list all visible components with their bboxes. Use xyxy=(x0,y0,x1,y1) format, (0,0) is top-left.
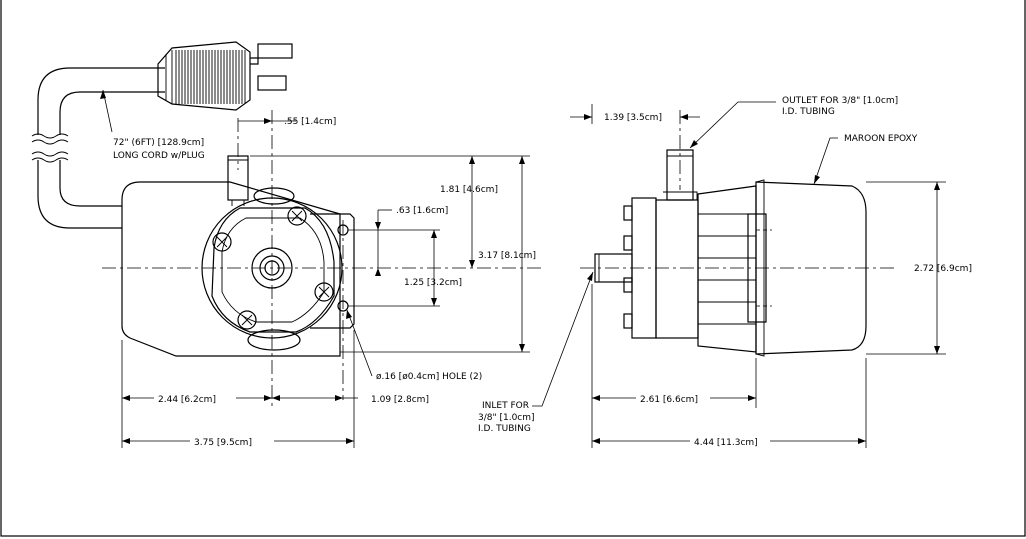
outlet-note-line2: I.D. TUBING xyxy=(782,107,835,117)
dim-body-height: 2.72 [6.9cm] xyxy=(914,264,972,274)
side-view: 1.39 [3.5cm] OUTLET FOR 3/8" [1.0cm] I.D… xyxy=(478,96,972,448)
inlet-note-line1: INLET FOR xyxy=(482,401,529,411)
outlet-tube-side xyxy=(663,149,698,201)
epoxy-note: MAROON EPOXY xyxy=(844,134,918,144)
cord-label-line1: 72" (6FT) [128.9cm] xyxy=(113,138,204,148)
inlet-note-line2: 3/8" [1.0cm] xyxy=(478,413,535,423)
epoxy-cap xyxy=(755,181,867,355)
dim-overall-width: 3.75 [9.5cm] xyxy=(194,438,252,448)
dim-overall-length: 4.44 [11.3cm] xyxy=(694,438,758,448)
hole-note: ø.16 [ø0.4cm] HOLE (2) xyxy=(376,372,482,382)
bolts-side xyxy=(623,205,633,329)
inlet-note-line3: I.D. TUBING xyxy=(478,424,531,434)
cooling-fins xyxy=(698,213,756,325)
dim-hole-spacing-top: .63 [1.6cm] xyxy=(396,206,448,216)
motor-body-side xyxy=(697,185,757,353)
motor-housing xyxy=(121,181,341,357)
dim-inlet-to-body: 2.61 [6.6cm] xyxy=(640,395,698,405)
dim-center-left: 2.44 [6.2cm] xyxy=(158,395,216,405)
dim-center-right: 1.09 [2.8cm] xyxy=(371,395,429,405)
dim-offset: .55 [1.4cm] xyxy=(284,117,336,127)
dim-overall-height: 3.17 [8.1cm] xyxy=(478,251,536,261)
dim-hole-spacing: 1.25 [3.2cm] xyxy=(404,278,462,288)
outlet-note-line1: OUTLET FOR 3/8" [1.0cm] xyxy=(782,96,898,106)
plug xyxy=(157,41,293,111)
front-view: 72" (6FT) [128.9cm] LONG CORD w/PLUG xyxy=(31,41,544,448)
cord-label-line2: LONG CORD w/PLUG xyxy=(113,151,205,161)
dim-outlet-offset: 1.39 [3.5cm] xyxy=(604,113,662,123)
dim-height: 1.81 [4.6cm] xyxy=(440,185,498,195)
power-cord xyxy=(31,67,165,229)
head-screws xyxy=(212,206,334,330)
